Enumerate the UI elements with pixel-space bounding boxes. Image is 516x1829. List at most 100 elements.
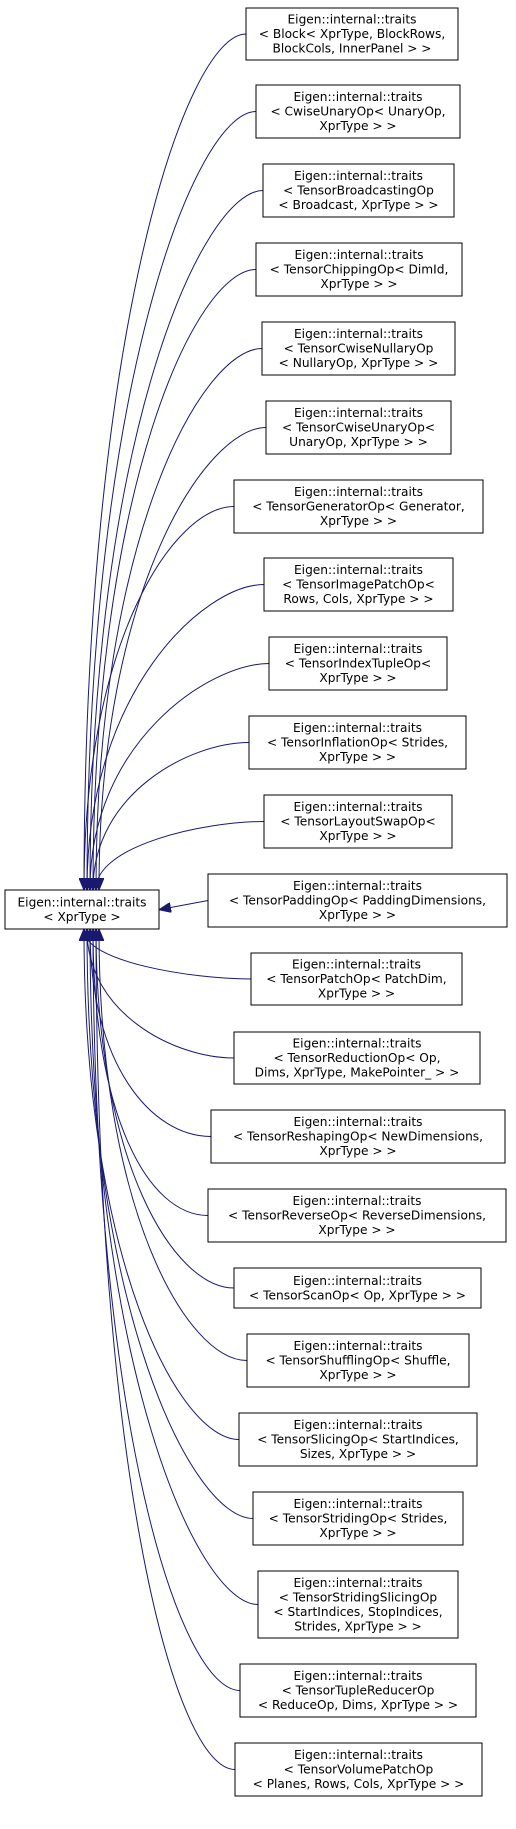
derived-class-node[interactable]: Eigen::internal::traits< TensorPatchOp< …: [250, 952, 463, 1006]
base-class-node[interactable]: Eigen::internal::traits< XprType >: [4, 889, 160, 930]
node-label-line: XprType > >: [320, 514, 397, 528]
derived-class-node[interactable]: Eigen::internal::traits< TensorInflation…: [248, 715, 467, 770]
derived-class-node[interactable]: Eigen::internal::traits< TensorChippingO…: [255, 242, 463, 297]
node-label-line: XprType > >: [318, 1223, 395, 1237]
node-label-line: < TensorCwiseNullaryOp: [284, 342, 434, 356]
node-box: [263, 794, 453, 849]
node-label-line: XprType > >: [319, 1368, 396, 1382]
derived-class-node[interactable]: Eigen::internal::traits< TensorImagePatc…: [263, 557, 454, 612]
node-label-line: Eigen::internal::traits: [293, 721, 422, 735]
node-label-line: UnaryOp, XprType > >: [289, 435, 428, 449]
node-label-line: Eigen::internal::traits: [17, 895, 146, 909]
node-label-line: XprType > >: [319, 829, 396, 843]
node-label-line: Eigen::internal::traits: [294, 406, 423, 420]
node-label-line: XprType > >: [319, 1526, 396, 1540]
node-label-line: Eigen::internal::traits: [294, 1748, 423, 1762]
inheritance-edge: [84, 930, 252, 980]
derived-class-node[interactable]: Eigen::internal::traits< TensorCwiseUnar…: [265, 400, 452, 455]
node-box: [246, 1333, 470, 1388]
derived-class-node[interactable]: Eigen::internal::traits< TensorScanOp< O…: [233, 1267, 482, 1309]
derived-class-node[interactable]: Eigen::internal::traits< CwiseUnaryOp< U…: [255, 84, 461, 139]
derived-class-node[interactable]: Eigen::internal::traits< TensorTupleRedu…: [239, 1663, 477, 1718]
node-label-line: Eigen::internal::traits: [292, 958, 421, 972]
node-box: [233, 1031, 481, 1085]
node-label-line: < TensorTupleReducerOp: [282, 1684, 435, 1698]
node-label-line: Eigen::internal::traits: [292, 1037, 421, 1051]
node-label-line: < TensorReductionOp< Op,: [273, 1051, 440, 1065]
node-label-line: Eigen::internal::traits: [293, 1274, 422, 1288]
inheritance-edge: [84, 930, 240, 1440]
node-label-line: Eigen::internal::traits: [294, 485, 423, 499]
node-box: [248, 715, 467, 770]
inheritance-edge: [87, 111, 257, 890]
node-label-line: < CwiseUnaryOp< UnaryOp,: [270, 105, 445, 119]
node-box: [268, 636, 448, 691]
node-label-line: < TensorImagePatchOp<: [282, 578, 435, 592]
node-label-line: < TensorInflationOp< Strides,: [267, 736, 448, 750]
node-box: [252, 1491, 464, 1546]
node-label-line: Eigen::internal::traits: [293, 800, 422, 814]
node-box: [207, 1188, 507, 1243]
derived-class-node[interactable]: Eigen::internal::traits< TensorShuffling…: [246, 1333, 470, 1388]
node-label-line: Eigen::internal::traits: [293, 90, 422, 104]
node-label-line: < TensorLayoutSwapOp<: [280, 815, 435, 829]
class-nodes: Eigen::internal::traits< XprType >Eigen:…: [4, 7, 508, 1797]
inheritance-edge: [90, 930, 259, 1605]
node-label-line: < TensorChippingOp< DimId,: [270, 263, 449, 277]
inheritance-edge: [87, 584, 265, 890]
node-label-line: BlockCols, InnerPanel > >: [272, 42, 431, 56]
node-label-line: < TensorReshapingOp< NewDimensions,: [233, 1130, 483, 1144]
node-box: [255, 242, 463, 297]
node-label-line: Rows, Cols, XprType > >: [283, 592, 433, 606]
inheritance-edge: [87, 930, 235, 1059]
derived-class-node[interactable]: Eigen::internal::traits< TensorCwiseNull…: [261, 321, 456, 376]
derived-class-node[interactable]: Eigen::internal::traits< TensorReshaping…: [210, 1109, 506, 1164]
node-label-line: Eigen::internal::traits: [294, 327, 423, 341]
node-label-line: < XprType >: [43, 910, 120, 924]
node-label-line: Eigen::internal::traits: [293, 1669, 422, 1683]
node-label-line: < Broadcast, XprType > >: [278, 198, 438, 212]
node-label-line: < TensorCwiseUnaryOp<: [282, 421, 435, 435]
node-label-line: < TensorStridingOp< Strides,: [269, 1512, 448, 1526]
node-box: [239, 1663, 477, 1718]
node-label-line: < TensorPaddingOp< PaddingDimensions,: [229, 894, 486, 908]
node-label-line: < TensorShufflingOp< Shuffle,: [265, 1354, 450, 1368]
node-label-line: < StartIndices, StopIndices,: [273, 1605, 442, 1619]
inheritance-edge: [93, 930, 209, 1216]
node-label-line: Eigen::internal::traits: [293, 1497, 422, 1511]
derived-class-node[interactable]: Eigen::internal::traits< TensorGenerator…: [233, 479, 484, 534]
derived-class-node[interactable]: Eigen::internal::traits< TensorReverseOp…: [207, 1188, 507, 1243]
node-label-line: < TensorBroadcastingOp: [283, 184, 434, 198]
derived-class-node[interactable]: Eigen::internal::traits< TensorStridingS…: [257, 1570, 459, 1639]
inheritance-edge: [96, 348, 263, 890]
node-box: [265, 400, 452, 455]
inheritance-edge: [99, 930, 248, 1361]
derived-class-node[interactable]: Eigen::internal::traits< TensorStridingO…: [252, 1491, 464, 1546]
node-label-line: XprType > >: [319, 908, 396, 922]
derived-class-node[interactable]: Eigen::internal::traits< TensorSlicingOp…: [238, 1412, 478, 1467]
node-label-line: Strides, XprType > >: [294, 1619, 422, 1633]
derived-class-node[interactable]: Eigen::internal::traits< TensorReduction…: [233, 1031, 481, 1085]
node-box: [255, 84, 461, 139]
inheritance-edge: [84, 506, 235, 890]
derived-class-node[interactable]: Eigen::internal::traits< TensorVolumePat…: [234, 1742, 483, 1797]
inheritance-edge: [84, 33, 247, 889]
node-label-line: < ReduceOp, Dims, XprType > >: [258, 1698, 458, 1712]
inheritance-edge: [93, 742, 250, 890]
node-label-line: Eigen::internal::traits: [293, 1115, 422, 1129]
derived-class-node[interactable]: Eigen::internal::traits< TensorLayoutSwa…: [263, 794, 453, 849]
node-label-line: Dims, XprType, MakePointer_ > >: [255, 1066, 460, 1080]
derived-class-node[interactable]: Eigen::internal::traits< TensorIndexTupl…: [268, 636, 448, 691]
node-label-line: < NullaryOp, XprType > >: [279, 356, 439, 370]
derived-class-node[interactable]: Eigen::internal::traits< TensorBroadcast…: [262, 163, 455, 218]
inheritance-edge: [96, 930, 236, 1770]
node-box: [262, 163, 455, 218]
node-box: [234, 1742, 483, 1797]
inheritance-edges: [84, 33, 270, 1770]
derived-class-node[interactable]: Eigen::internal::traits< TensorPaddingOp…: [207, 873, 508, 928]
inheritance-edge: [99, 427, 267, 890]
derived-class-node[interactable]: Eigen::internal::traits< Block< XprType,…: [245, 7, 459, 61]
inheritance-edge: [90, 663, 270, 890]
node-box: [250, 952, 463, 1006]
